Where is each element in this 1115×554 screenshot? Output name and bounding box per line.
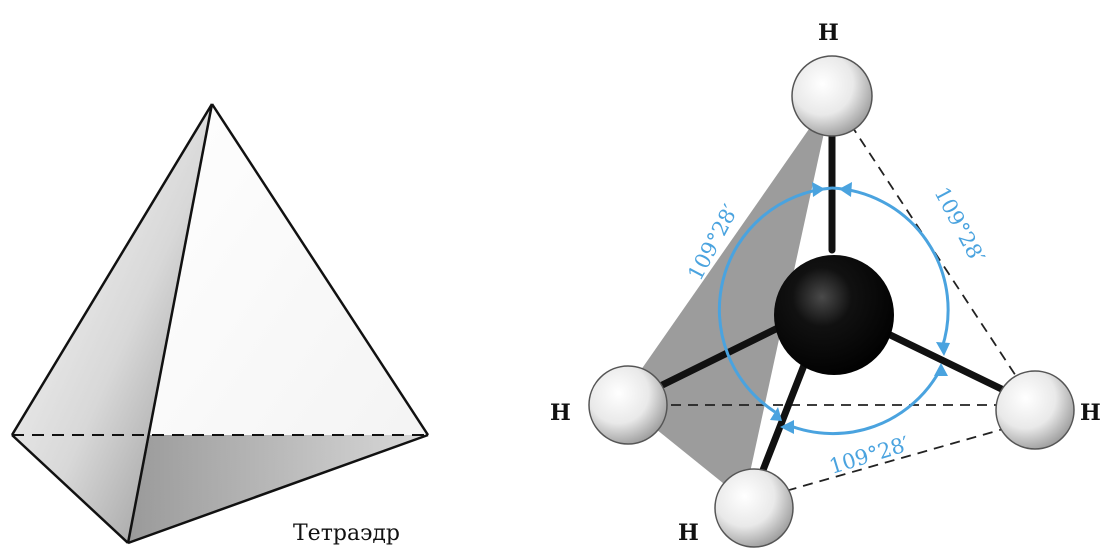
atom-label-bottom: H xyxy=(678,520,699,546)
hydrogen-atom-left xyxy=(588,365,668,445)
shaded-plane xyxy=(620,96,832,500)
tetrahedron-edge xyxy=(210,103,430,436)
methane-model: H H H H 109°28′ 109°28′ 109°28′ xyxy=(550,20,1101,548)
tetrahedron-edge xyxy=(11,434,129,544)
hydrogen-atom-bottom xyxy=(714,468,794,548)
tetrahedron-edge xyxy=(127,433,429,545)
angle-arc-left xyxy=(717,186,833,414)
arrowhead xyxy=(770,407,782,421)
arrowhead xyxy=(839,182,852,197)
tetrahedron-caption: Тетраэдр xyxy=(293,521,400,546)
arrowhead xyxy=(936,342,950,356)
outline-dashed-edge xyxy=(753,419,1036,501)
atom-label-top: H xyxy=(818,20,839,46)
tetrahedron-face-left xyxy=(12,104,212,543)
arrowhead xyxy=(934,363,948,376)
arrowhead xyxy=(780,420,794,434)
angle-label-bottom: 109°28′ xyxy=(826,432,912,479)
tetrahedron-edge xyxy=(10,103,214,436)
atom-label-right: H xyxy=(1080,400,1101,426)
carbon-atom xyxy=(774,255,894,375)
tetrahedron-face-right xyxy=(128,104,428,543)
bond-bottom xyxy=(752,346,814,492)
tetrahedron-figure: Тетраэдр xyxy=(10,103,430,546)
hydrogen-atom-right xyxy=(995,370,1075,450)
arrowhead xyxy=(812,182,825,197)
tetrahedron-edge xyxy=(126,103,214,544)
angle-arc-right xyxy=(831,186,950,349)
atom-label-left: H xyxy=(550,400,571,426)
hydrogen-atom-top xyxy=(791,55,873,137)
angle-arc-bottom xyxy=(787,369,942,436)
bond-right xyxy=(876,326,1024,402)
outline-dashed-edge xyxy=(831,95,1036,406)
angle-label-right: 109°28′ xyxy=(930,183,990,267)
